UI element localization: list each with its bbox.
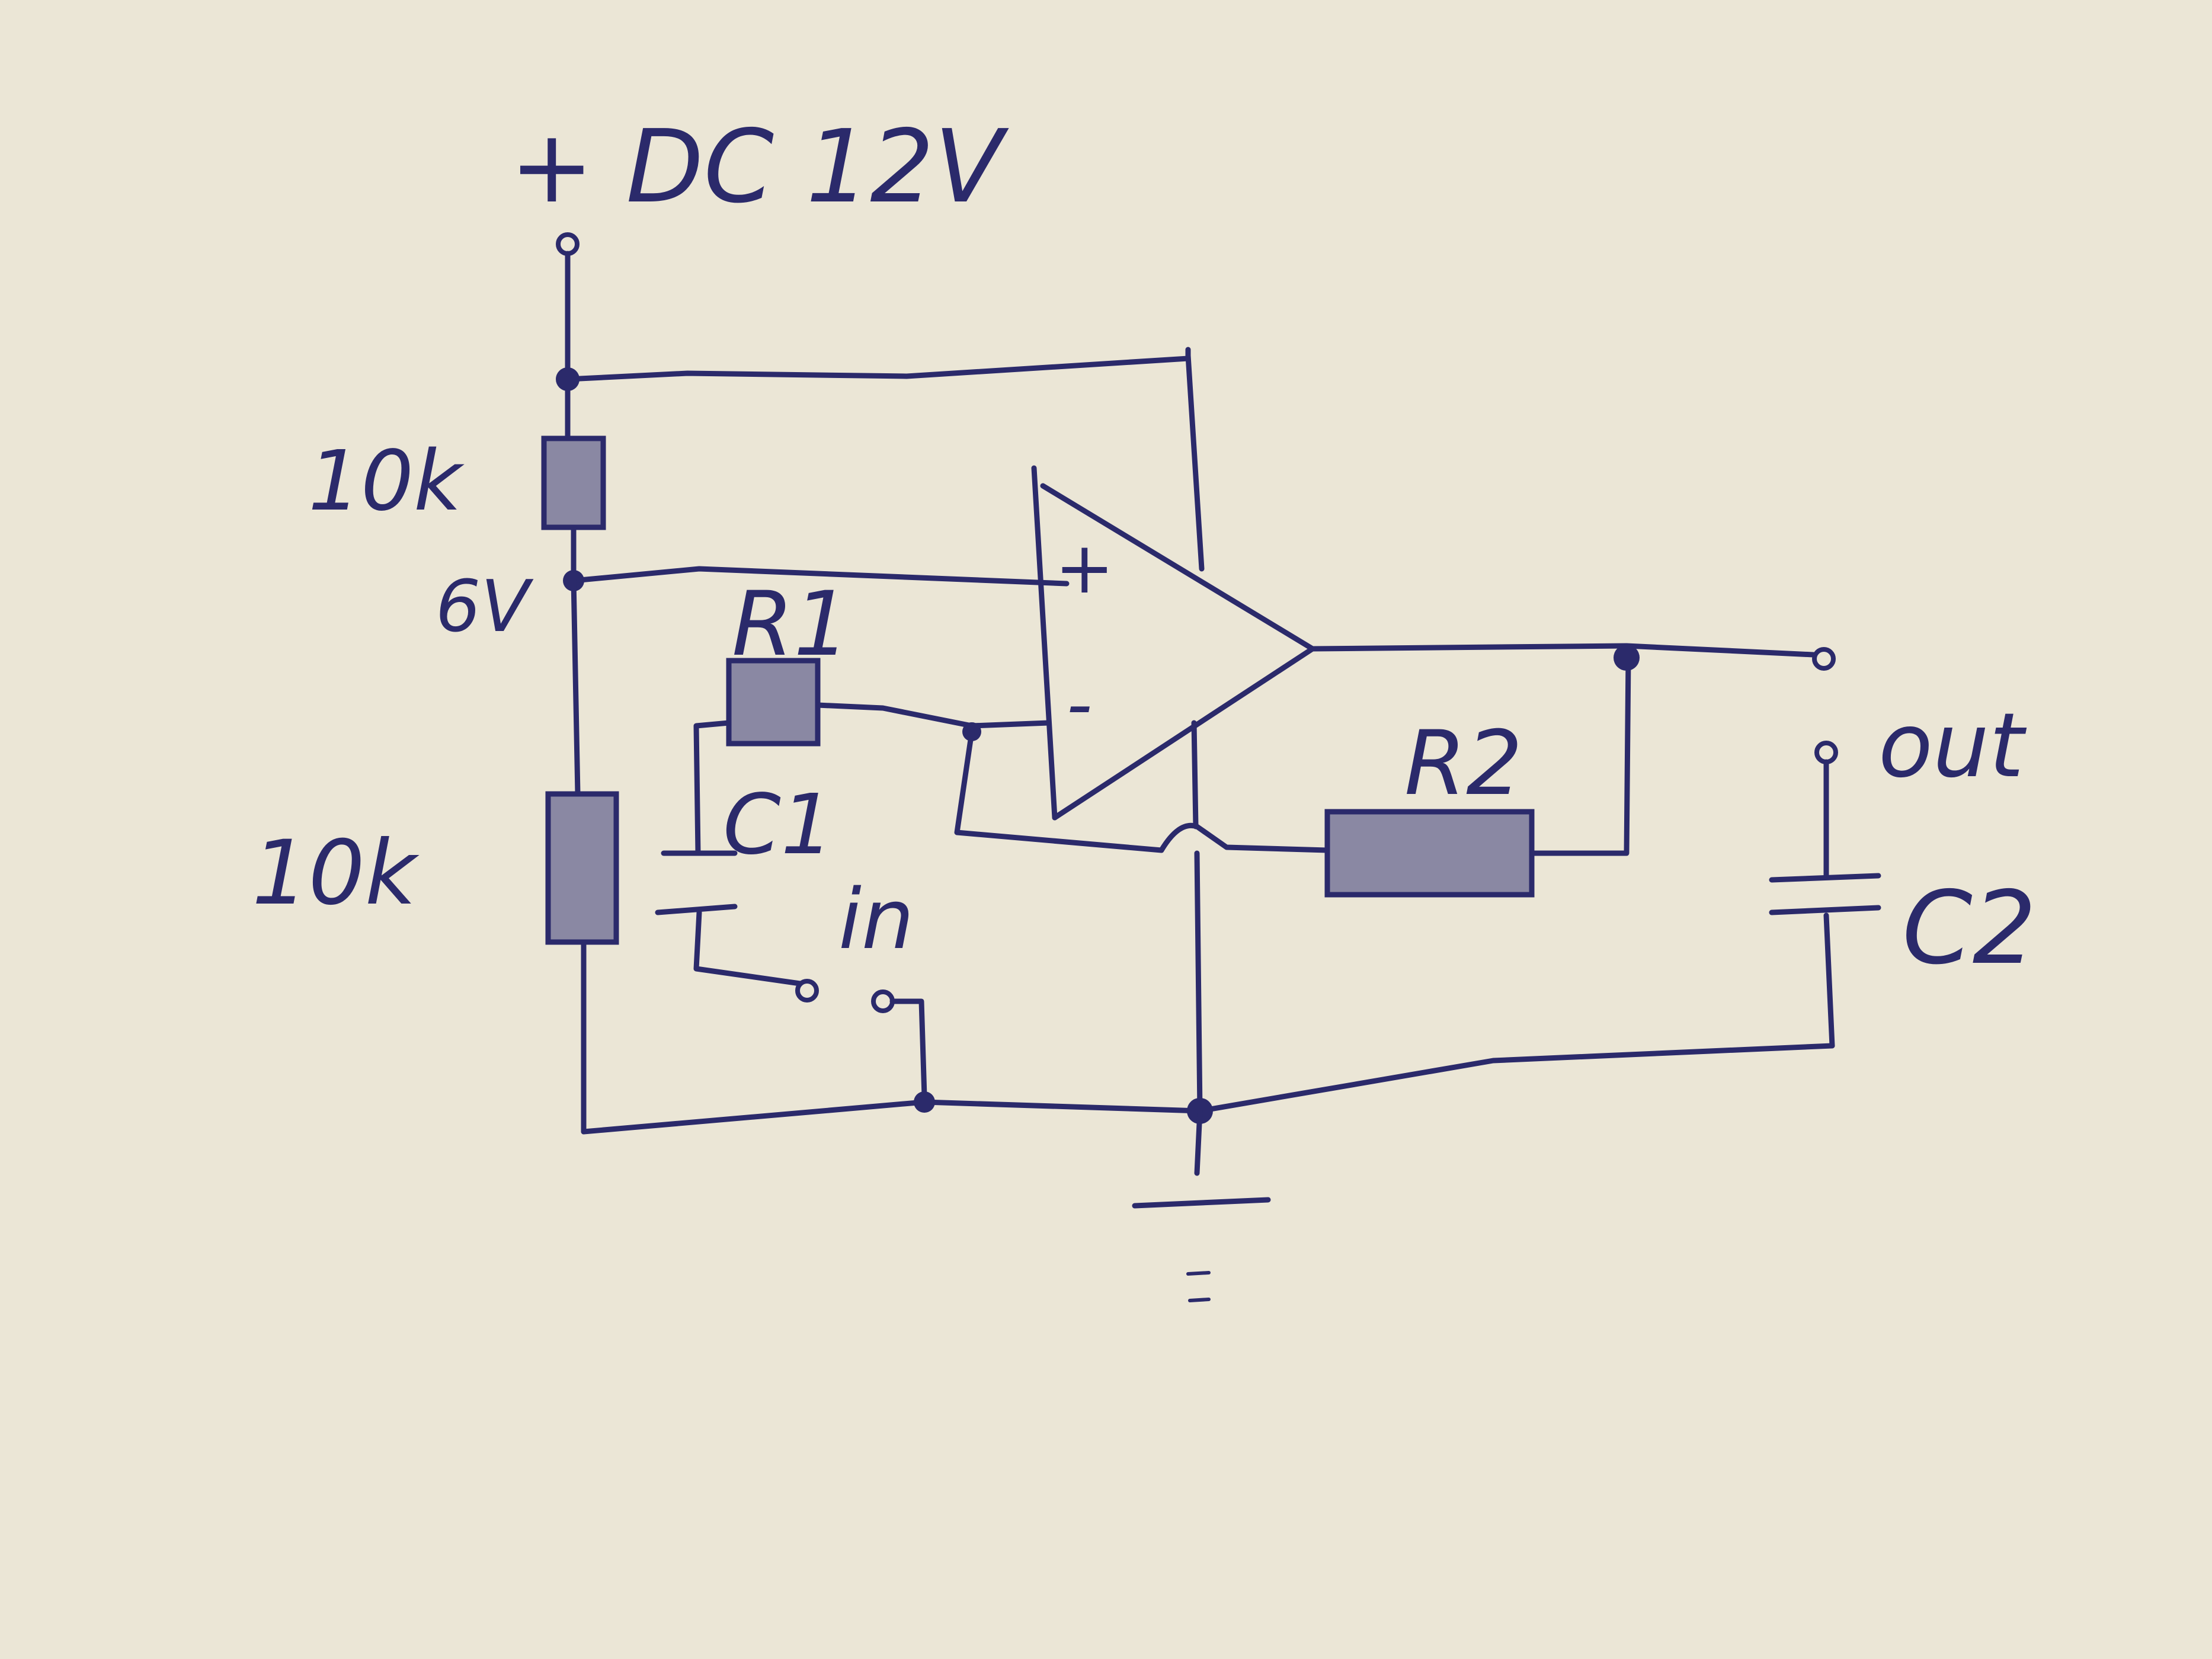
wire-top-res (565, 376, 577, 581)
c1-label: C1 (723, 777, 834, 873)
resistor-top-10k (541, 435, 606, 530)
opamp-plus-label: + (1055, 527, 1115, 610)
resistor-r2 (1324, 809, 1535, 898)
supply-label: + DC 12V (510, 108, 1009, 226)
wire-output (1310, 643, 1816, 658)
output-terminal-2[interactable] (1814, 741, 1838, 764)
opamp-minus-label: - (1067, 664, 1092, 746)
node-ground-left (914, 1091, 935, 1113)
capacitor-c2 (1769, 759, 1881, 1049)
supply-terminal (556, 232, 580, 382)
wire-plus-input (571, 566, 1070, 587)
ground-symbol (1132, 1108, 1271, 1302)
wire-r1-to-minus (815, 702, 1052, 729)
resistor-bottom-label: 10k (252, 822, 420, 925)
wire-divider-down (571, 578, 587, 1135)
top-rail-wire (565, 347, 1205, 572)
opamp (1031, 465, 1315, 821)
r1-label: R1 (732, 573, 850, 676)
input-terminal-2[interactable] (871, 989, 895, 1013)
output-terminal-1[interactable] (1812, 647, 1836, 671)
wire-opamp-ground (1191, 720, 1203, 1114)
resistor-bottom-10k (545, 791, 619, 945)
wire-r2-right (1529, 655, 1631, 856)
wire-feedback-loop (954, 729, 1330, 853)
input-label: in (838, 872, 914, 968)
resistor-top-label: 10k (308, 433, 465, 530)
r2-label: R2 (1404, 712, 1523, 815)
wire-input-return (889, 998, 927, 1099)
input-terminal-1[interactable] (795, 979, 819, 1003)
capacitor-c1 (655, 720, 803, 987)
node-output (1614, 645, 1640, 671)
mid-voltage-label: 6V (436, 566, 534, 648)
c2-label: C2 (1902, 870, 2037, 987)
output-label: out (1878, 694, 2027, 798)
resistor-r1 (726, 658, 821, 747)
